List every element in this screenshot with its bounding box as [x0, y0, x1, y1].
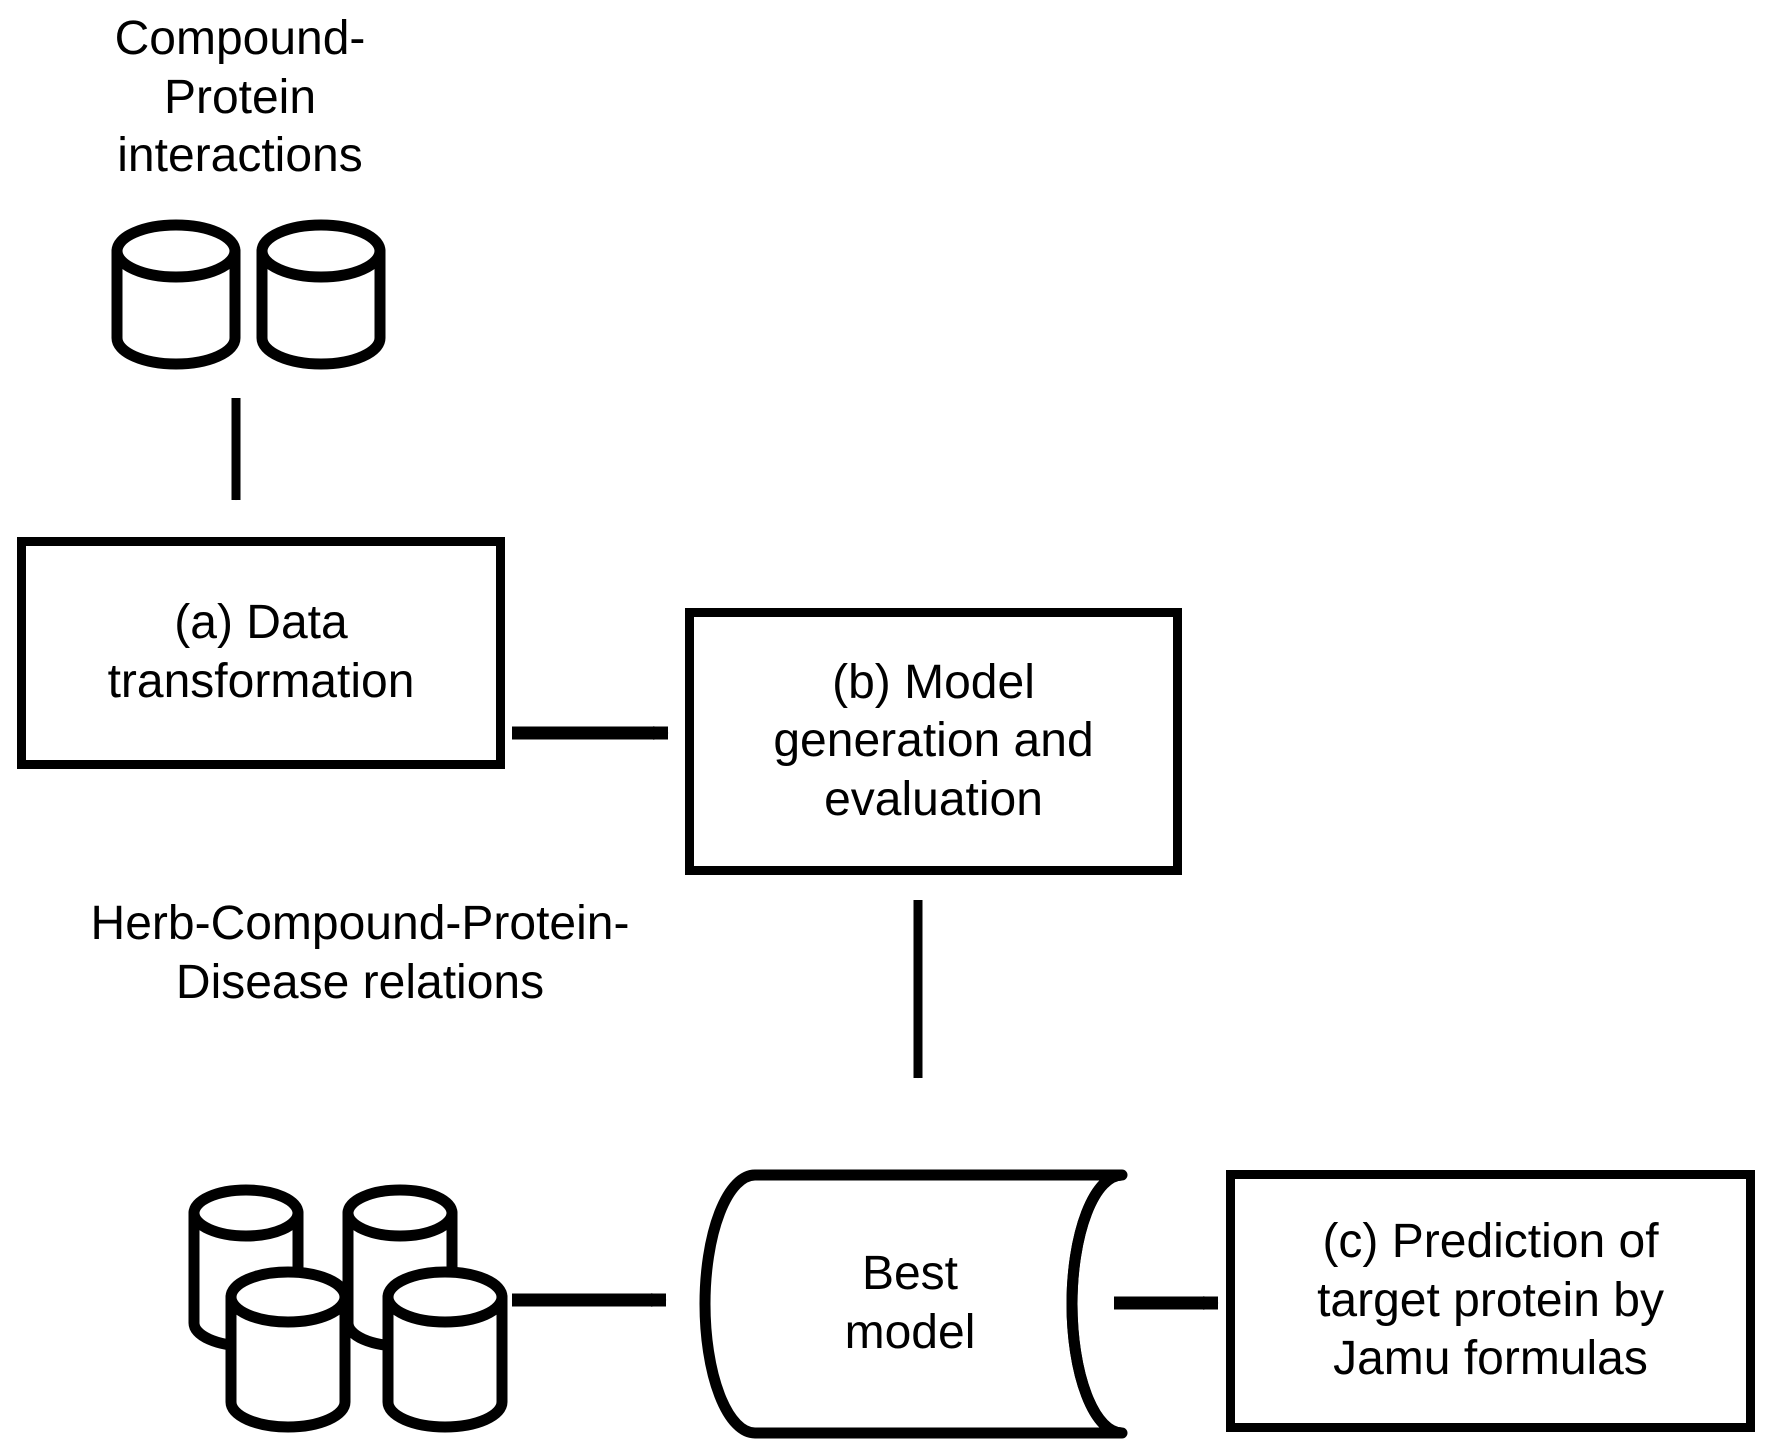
database-cylinder-5 — [225, 1266, 351, 1433]
database-cylinder-2 — [256, 219, 386, 370]
step-b-box[interactable] — [685, 608, 1182, 875]
herb-compound-protein-disease-label: Herb-Compound-Protein- Disease relations — [90, 897, 630, 1009]
best-model-cylinder — [699, 1169, 1128, 1439]
compound-protein-database-icon — [111, 219, 386, 370]
compound-protein-interactions-label: Compound- Protein interactions — [114, 12, 366, 183]
herb-compound-protein-disease-database-icon — [188, 1184, 508, 1433]
step-c-box[interactable] — [1226, 1170, 1755, 1432]
database-cylinder-6 — [382, 1266, 508, 1433]
step-a-box[interactable] — [17, 537, 505, 769]
database-cylinder-1 — [111, 219, 241, 370]
